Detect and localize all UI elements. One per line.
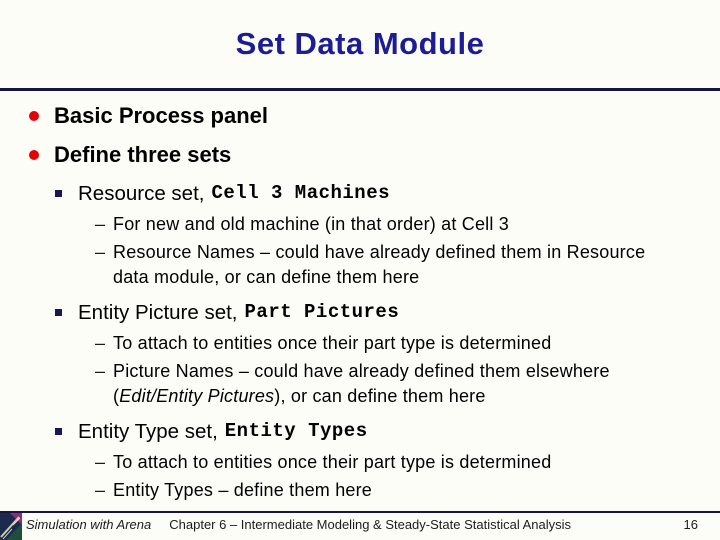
sub-bullet-list: – To attach to entities once their part … [0,450,720,503]
title-divider [0,88,720,91]
set-heading: Resource set, Cell 3 Machines [0,180,720,207]
sub-bullet-text: Picture Names – could have already defin… [113,361,610,406]
set-code-name: Cell 3 Machines [211,182,391,204]
set-label: Resource set, [78,182,205,205]
footer-chapter-title: Chapter 6 – Intermediate Modeling & Stea… [169,517,572,532]
footer-book-title: Simulation with Arena [26,517,152,532]
sub-bullet: – Resource Names – could have already de… [0,240,720,290]
bullet-basic-process-panel: Basic Process panel [0,102,720,129]
sub-bullet: – To attach to entities once their part … [0,450,720,475]
sub-bullet-text: To attach to entities once their part ty… [113,452,552,472]
navy-square-bullet-icon [55,428,62,435]
set-heading: Entity Type set, Entity Types [0,418,720,445]
arena-book-cover-logo-icon [0,513,22,540]
dash-bullet-icon: – [95,452,106,472]
dash-bullet-icon: – [95,214,106,234]
dash-bullet-icon: – [95,361,106,381]
footer-divider [0,511,720,513]
sub-bullet-text: Resource Names – could have already defi… [113,242,646,287]
red-disc-bullet-icon [29,149,39,160]
footer-page-number: 16 [683,517,698,532]
footer: Simulation with Arena Chapter 6 – Interm… [26,517,698,532]
slide-title: Set Data Module [235,26,485,61]
navy-square-bullet-icon [55,309,62,316]
dash-bullet-icon: – [95,480,106,500]
bullet-label: Define three sets [54,142,232,167]
set-code-name: Part Pictures [244,301,400,323]
sub-bullet-text: For new and old machine (in that order) … [113,214,509,234]
section-entity-picture-set: Entity Picture set, Part Pictures – To a… [0,299,720,409]
section-entity-type-set: Entity Type set, Entity Types – To attac… [0,418,720,503]
sub-bullet: – Picture Names – could have already def… [0,359,720,409]
sub-bullet-text: To attach to entities once their part ty… [113,333,552,353]
set-label: Entity Type set, [78,420,218,443]
slide-body: Basic Process panel Define three sets Re… [0,102,720,506]
dash-bullet-icon: – [95,333,106,353]
red-disc-bullet-icon [29,110,39,121]
sub-bullet: – For new and old machine (in that order… [0,212,720,237]
sub-bullet: – Entity Types – define them here [0,478,720,503]
sub-bullet-text: Entity Types – define them here [113,480,373,500]
section-resource-set: Resource set, Cell 3 Machines – For new … [0,180,720,290]
bullet-define-three-sets: Define three sets [0,141,720,168]
navy-square-bullet-icon [55,190,62,197]
set-label: Entity Picture set, [78,301,238,324]
sub-bullet-list: – To attach to entities once their part … [0,331,720,409]
set-code-name: Entity Types [224,420,368,442]
bullet-label: Basic Process panel [54,103,269,128]
sub-bullet-list: – For new and old machine (in that order… [0,212,720,290]
set-heading: Entity Picture set, Part Pictures [0,299,720,326]
sub-bullet: – To attach to entities once their part … [0,331,720,356]
dash-bullet-icon: – [95,242,106,262]
